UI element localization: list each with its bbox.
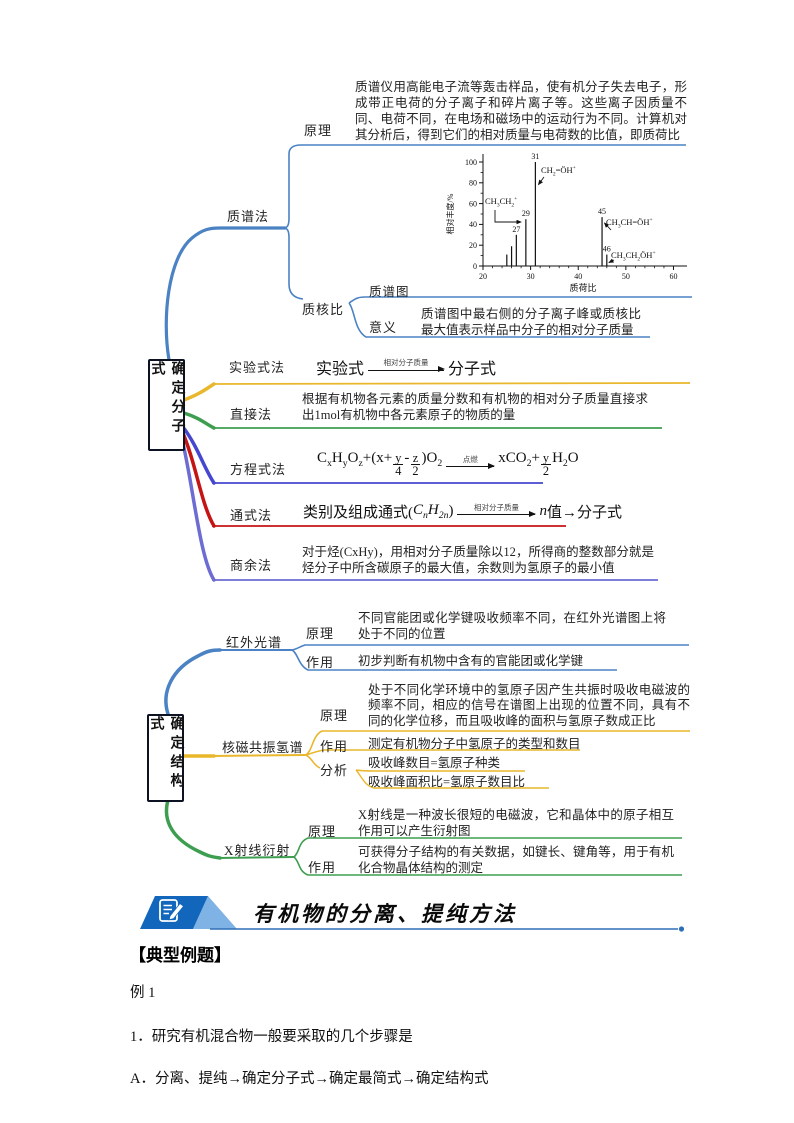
branch-label-remainder: 商余法 [230, 558, 273, 573]
branch-line-nmr [182, 730, 690, 789]
general-pre: 类别及组成通式( [303, 505, 413, 521]
branch-line-mass-spec [164, 144, 692, 362]
svg-text:20: 20 [469, 241, 477, 250]
ms-meaning-text: 质谱图中最右侧的分子离子峰或质核比最大值表示样品中分子的相对分子质量 [421, 307, 641, 337]
branch-label-direct: 直接法 [230, 407, 273, 422]
nmr-principle-label: 原理 [320, 708, 349, 723]
ms-peak-formula-45: CH3CH=ÖH+ [606, 217, 653, 230]
nmr-use-label: 作用 [320, 739, 349, 754]
ms-meaning-label: 意义 [369, 320, 398, 335]
ms-peak-formula-29: CH3CH2+ [485, 196, 518, 209]
branch-line-remainder [179, 433, 658, 582]
branch-line-ir [164, 644, 689, 716]
nmr-analysis-label: 分析 [320, 763, 349, 778]
xray-use-label: 作用 [308, 860, 337, 875]
branch-label-xray: X射线衍射 [224, 843, 291, 858]
svg-text:相对丰度/%: 相对丰度/% [445, 193, 455, 234]
svg-text:60: 60 [469, 199, 477, 208]
svg-text:40: 40 [469, 220, 477, 229]
empirical-from: 实验式 [316, 361, 365, 378]
typical-examples-header: 【典型例题】 [129, 946, 231, 965]
svg-text:50: 50 [622, 272, 630, 281]
ms-peak-formula-31: CH2=ÖH+ [541, 165, 576, 178]
direct-method-text: 根据有机物各元素的质量分数和有机物的相对分子质量直接求出1mol有机物中各元素原… [302, 392, 648, 422]
empirical-formula-flow: 实验式 相对分子质量 分子式 [316, 355, 496, 379]
branch-label-ir: 红外光谱 [226, 635, 283, 650]
ms-principle-text: 质谱仪用高能电子流等轰击样品，使有机分子失去电子，形成带正电荷的分子离子和碎片离… [355, 80, 687, 142]
ms-peak-formula-46: CH3CH2ÖH+ [611, 250, 656, 263]
svg-text:27: 27 [512, 225, 520, 234]
relative-mass-arrow-2: 相对分子质量 [457, 503, 537, 517]
branch-label-nmr: 核磁共振氢谱 [222, 740, 304, 755]
svg-text:100: 100 [465, 158, 477, 167]
svg-text:40: 40 [574, 272, 582, 281]
relative-mass-arrow: 相对分子质量 [368, 358, 446, 373]
nmr-principle-text: 处于不同化学环境中的氢原子因产生共振时吸收电磁波的频率不同，相应的信号在谱图上出… [368, 683, 690, 728]
option-a: A．分离、提纯→确定分子式→确定最简式→确定结构式 [130, 1071, 489, 1087]
svg-text:29: 29 [522, 209, 530, 218]
empirical-to: 分子式 [448, 361, 497, 378]
notepad-pencil-icon [159, 899, 185, 922]
svg-text:20: 20 [479, 272, 487, 281]
svg-text:31: 31 [531, 152, 539, 161]
xray-principle-text: X射线是一种波长很短的电磁波，它和晶体中的原子相互作用可以产生衍射图 [358, 808, 674, 838]
section-banner [140, 896, 685, 932]
branch-label-mass-spec: 质谱法 [227, 209, 270, 224]
branch-label-general: 通式法 [230, 508, 273, 523]
branch-line-direct [182, 411, 662, 430]
nmr-use-text: 测定有机物分子中氢原子的类型和数目 [368, 737, 581, 751]
question-1: 1．研究有机混合物一般要采取的几个步骤是 [130, 1029, 413, 1045]
general-n: n [539, 503, 547, 519]
ir-principle-label: 原理 [306, 626, 335, 641]
section-title: 有机物的分离、提纯方法 [253, 902, 517, 926]
svg-text:30: 30 [527, 272, 535, 281]
branch-line-equation [181, 425, 543, 485]
example-label: 例 1 [130, 985, 156, 1001]
general-mid: ) [448, 503, 454, 519]
branch-label-empirical: 实验式法 [229, 360, 286, 375]
svg-text:60: 60 [669, 272, 677, 281]
root-node-molecular-formula: 确定分子式 [148, 359, 185, 451]
nmr-analysis-item2: 吸收峰面积比=氢原子数目比 [368, 775, 526, 789]
ms-ratio-label: 质核比 [302, 302, 345, 317]
svg-text:80: 80 [469, 179, 477, 188]
nmr-analysis-item1: 吸收峰数目=氢原子种类 [368, 756, 501, 770]
svg-text:0: 0 [473, 262, 477, 271]
svg-text:质荷比: 质荷比 [569, 282, 596, 293]
ir-use-label: 作用 [306, 655, 335, 670]
ms-spectrum-caption: 质谱图 [369, 285, 410, 299]
svg-text:45: 45 [598, 207, 606, 216]
branch-line-empirical [182, 382, 691, 402]
ignite-arrow: 点燃 [446, 455, 496, 470]
general-post: 值→分子式 [546, 505, 622, 521]
branch-label-equation: 方程式法 [230, 462, 287, 477]
ms-principle-label: 原理 [304, 123, 333, 138]
svg-text:46: 46 [603, 245, 611, 254]
xray-principle-label: 原理 [308, 824, 337, 839]
remainder-method-text: 对于烃(CxHy)，用相对分子质量除以12，所得商的整数部分就是烃分子中所含碳原… [302, 545, 654, 575]
root-node-structural-formula: 确定结构式 [147, 714, 184, 802]
ir-use-text: 初步判断有机物中含有的官能团或化学键 [358, 654, 584, 668]
branch-line-xray [164, 798, 682, 876]
ir-principle-text: 不同官能团或化学键吸收频率不同，在红外光谱图上将处于不同的位置 [358, 611, 666, 641]
xray-use-text: 可获得分子结构的有关数据，如键长、键角等，用于有机化合物晶体结构的测定 [358, 845, 674, 875]
branch-line-general [180, 429, 566, 528]
general-formula: CnH2n [413, 502, 449, 521]
